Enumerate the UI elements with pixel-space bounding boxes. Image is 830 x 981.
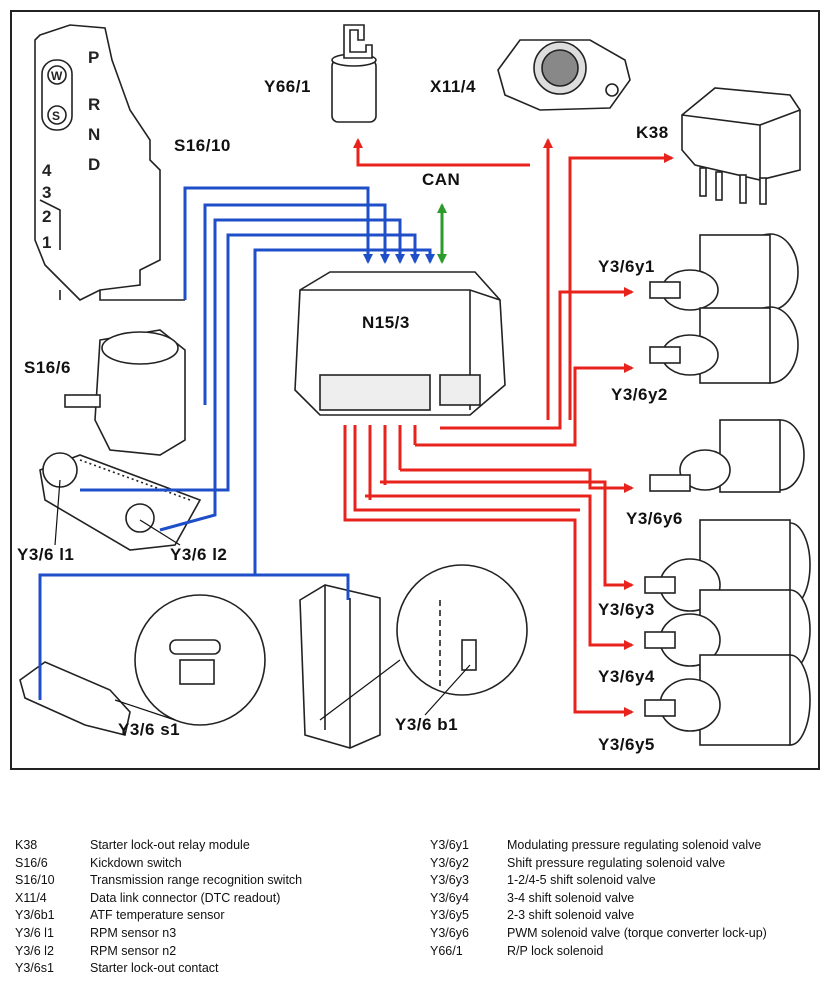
legend-code: Y66/1 — [430, 943, 463, 958]
label-k38: K38 — [636, 123, 669, 142]
legend-code: K38 — [15, 838, 38, 852]
legend-row: X11/4 Data link connector (DTC readout) — [15, 890, 302, 908]
legend-desc: Shift pressure regulating solenoid valve — [507, 855, 726, 870]
legend-row: Y3/6y3 1-2/4-5 shift solenoid valve — [430, 872, 767, 890]
legend-row: Y3/6 l1 RPM sensor n3 — [15, 925, 302, 943]
label-y3-6y1: Y3/6y1 — [598, 257, 655, 276]
legend-row: Y3/6s1 Starter lock-out contact — [15, 960, 302, 978]
label-y3-6-l2: Y3/6 l2 — [170, 545, 228, 564]
connector-block — [299, 584, 381, 749]
gear-n-label: N — [88, 125, 100, 144]
legend-row: Y3/6y5 2-3 shift solenoid valve — [430, 907, 767, 925]
legend-desc: 1-2/4-5 shift solenoid valve — [507, 873, 656, 888]
legend-code: Y3/6y5 — [430, 908, 469, 923]
solenoid-y6 — [649, 419, 805, 493]
gear-r-label: R — [88, 95, 100, 114]
legend-code: Y3/6 l2 — [15, 943, 54, 958]
legend-desc: Kickdown switch — [90, 855, 182, 870]
label-y3-6-b1: Y3/6 b1 — [395, 715, 459, 734]
legend-row: Y3/6b1 ATF temperature sensor — [15, 907, 302, 925]
control-module-n15-3 — [294, 271, 506, 416]
label-y3-6y6: Y3/6y6 — [626, 509, 683, 528]
label-s16-10: S16/10 — [174, 136, 231, 155]
gear-3-label: 3 — [42, 183, 51, 202]
gear-d-label: D — [88, 155, 100, 174]
rp-lock-solenoid-y66-1 — [331, 24, 377, 123]
legend-code: Y3/6y3 — [430, 873, 469, 888]
legend-desc: 2-3 shift solenoid valve — [507, 908, 635, 923]
label-y3-6-l1: Y3/6 l1 — [17, 545, 75, 564]
gear-p-label: P — [88, 48, 99, 67]
legend-row: Y3/6y4 3-4 shift solenoid valve — [430, 890, 767, 908]
legend-code: S16/10 — [15, 873, 55, 888]
label-y66-1: Y66/1 — [264, 77, 311, 96]
legend-code: Y3/6s1 — [15, 961, 54, 976]
legend-code: S16/6 — [15, 855, 48, 870]
legend-row: Y3/6y2 Shift pressure regulating solenoid… — [430, 855, 767, 873]
rpm-sensors-l1-l2 — [39, 452, 202, 551]
legend-code: Y3/6 l1 — [15, 925, 54, 940]
legend-code: X11/4 — [15, 890, 47, 905]
legend-desc: 3-4 shift solenoid valve — [507, 890, 635, 905]
legend-row: Y3/6y6 PWM solenoid valve (torque convert… — [430, 925, 767, 943]
legend-row: S16/6 Kickdown switch — [15, 855, 302, 873]
legend-code: Y3/6y2 — [430, 855, 469, 870]
legend-code: Y3/6y1 — [430, 838, 469, 852]
gear-4-label: 4 — [42, 161, 52, 180]
label-y3-6-s1: Y3/6 s1 — [118, 720, 181, 739]
kickdown-switch-s16-6 — [64, 329, 186, 456]
label-y3-6y4: Y3/6y4 — [598, 667, 655, 686]
legend-row: Y66/1 R/P lock solenoid — [430, 943, 767, 961]
gear-2-label: 2 — [42, 207, 51, 226]
label-x11-4: X11/4 — [430, 77, 476, 96]
legend-desc: ATF temperature sensor — [90, 908, 225, 923]
starter-lockout-relay-k38 — [681, 87, 801, 205]
legend-left: K38 Starter lock-out relay module S16/6 Ki… — [15, 837, 302, 978]
legend-row: S16/10 Transmission range recognition swi… — [15, 872, 302, 890]
solenoid-y2 — [649, 306, 799, 384]
input-wires — [38, 186, 435, 700]
gear-1-label: 1 — [42, 233, 51, 252]
output-wires — [343, 138, 674, 717]
legend-desc: Starter lock-out relay module — [90, 838, 250, 852]
legend-desc: RPM sensor n3 — [90, 925, 177, 940]
legend-row: Y3/6 l2 RPM sensor n2 — [15, 943, 302, 961]
legend-desc: Data link connector (DTC readout) — [90, 890, 281, 905]
legend-desc: R/P lock solenoid — [507, 943, 604, 958]
solenoid-y1 — [649, 233, 799, 311]
legend-desc: Starter lock-out contact — [90, 961, 219, 976]
legend-desc: Transmission range recognition switch — [90, 873, 303, 888]
label-y3-6y5: Y3/6y5 — [598, 735, 655, 754]
button-s-label: S — [52, 109, 60, 123]
starter-lockout-contact-s1 — [19, 594, 266, 736]
legend-right: Y3/6y1 Modulating pressure regulating sol… — [430, 837, 767, 960]
label-can: CAN — [422, 170, 461, 189]
selector-switch-s16-10 — [34, 24, 185, 301]
leader-lines — [54, 479, 471, 721]
button-w-label: W — [51, 69, 63, 83]
legend-code: Y3/6b1 — [15, 908, 55, 923]
legend-code: Y3/6y4 — [430, 890, 469, 905]
label-s16-6: S16/6 — [24, 358, 71, 377]
legend-desc: Modulating pressure regulating solenoid … — [507, 838, 762, 852]
legend-row: K38 Starter lock-out relay module — [15, 837, 302, 855]
legend-code: Y3/6y6 — [430, 925, 469, 940]
label-y3-6y2: Y3/6y2 — [611, 385, 668, 404]
solenoid-y5 — [644, 654, 811, 746]
legend-desc: RPM sensor n2 — [90, 943, 177, 958]
data-link-connector-x11-4 — [497, 39, 631, 111]
legend-row: Y3/6y1 Modulating pressure regulating sol… — [430, 837, 767, 855]
legend-desc: PWM solenoid valve (torque converter loc… — [507, 925, 767, 940]
atf-temperature-sensor-b1 — [396, 564, 528, 696]
label-y3-6y3: Y3/6y3 — [598, 600, 655, 619]
label-n15-3: N15/3 — [362, 313, 410, 332]
